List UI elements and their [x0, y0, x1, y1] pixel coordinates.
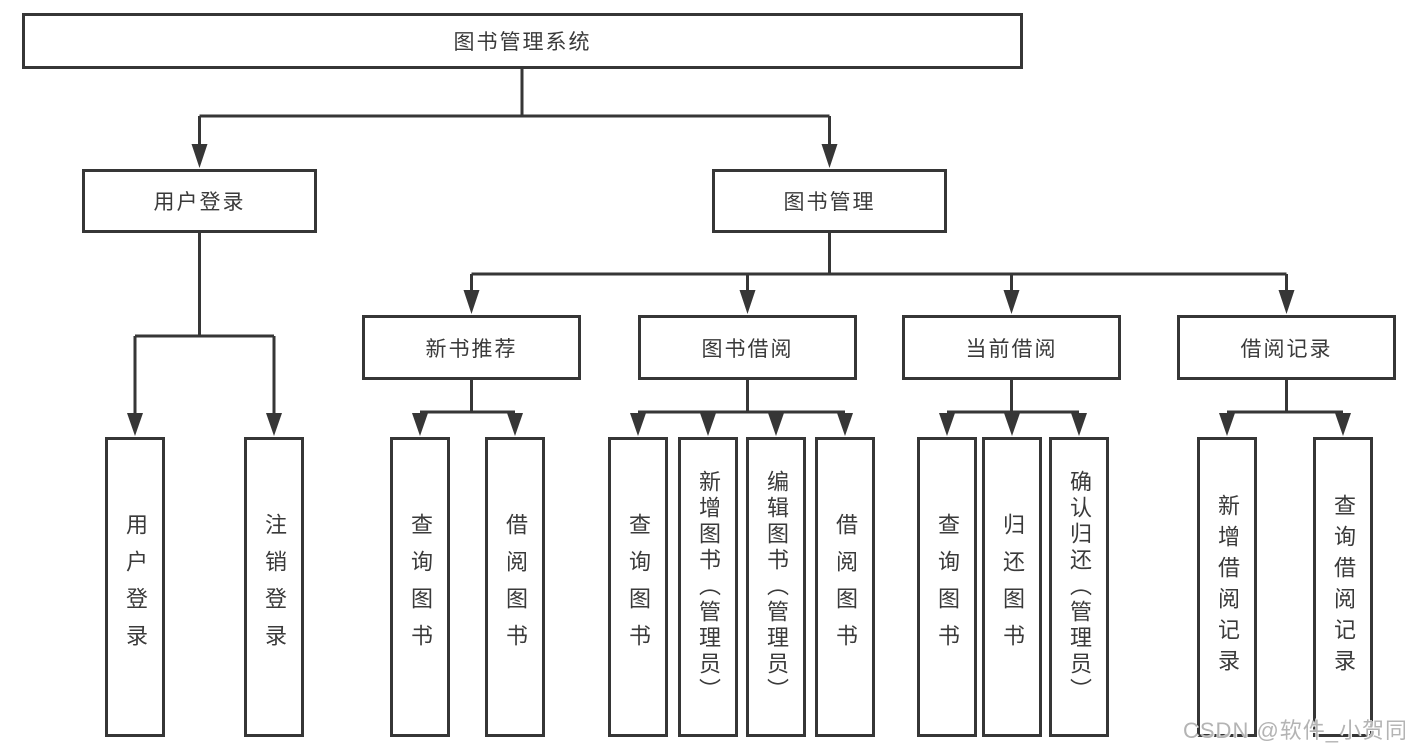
leaf-label: 用户登录 — [123, 513, 148, 661]
leaf-edit-books-admin: 编辑图书（管理员） — [746, 437, 806, 737]
leaf-label: 查询图书 — [626, 513, 651, 661]
leaf-borrow-books-1: 借阅图书 — [485, 437, 545, 737]
leaf-confirm-return-admin: 确认归还（管理员） — [1049, 437, 1109, 737]
leaf-label: 借阅图书 — [503, 513, 528, 661]
leaf-query-borrow-record: 查询借阅记录 — [1313, 437, 1373, 737]
leaf-borrow-books-2: 借阅图书 — [815, 437, 875, 737]
leaf-label: 编辑图书（管理员） — [764, 470, 789, 704]
node-book-borrow: 图书借阅 — [638, 315, 857, 380]
node-borrow-records: 借阅记录 — [1177, 315, 1396, 380]
leaf-label: 注销登录 — [262, 513, 287, 661]
leaf-query-books-1: 查询图书 — [390, 437, 450, 737]
leaf-label: 新增借阅记录 — [1215, 494, 1240, 680]
node-new-book-recommend: 新书推荐 — [362, 315, 581, 380]
leaf-label: 查询图书 — [408, 513, 433, 661]
node-user-login: 用户登录 — [82, 169, 317, 233]
leaf-label: 查询借阅记录 — [1331, 494, 1356, 680]
leaf-query-books-3: 查询图书 — [917, 437, 977, 737]
leaf-query-books-2: 查询图书 — [608, 437, 668, 737]
node-library-system: 图书管理系统 — [22, 13, 1023, 69]
arrowheads — [127, 144, 1351, 436]
leaf-label: 新增图书（管理员） — [696, 470, 721, 704]
node-current-borrow: 当前借阅 — [902, 315, 1121, 380]
leaf-add-books-admin: 新增图书（管理员） — [678, 437, 738, 737]
node-book-management: 图书管理 — [712, 169, 947, 233]
leaf-return-books: 归还图书 — [982, 437, 1042, 737]
leaf-user-login: 用户登录 — [105, 437, 165, 737]
leaf-label: 借阅图书 — [833, 513, 858, 661]
leaf-add-borrow-record: 新增借阅记录 — [1197, 437, 1257, 737]
leaf-label: 确认归还（管理员） — [1067, 470, 1092, 704]
leaf-logout: 注销登录 — [244, 437, 304, 737]
leaf-label: 归还图书 — [1000, 513, 1025, 661]
watermark-text: CSDN @软件_小贺同学 — [1183, 718, 1405, 743]
leaf-label: 查询图书 — [935, 513, 960, 661]
